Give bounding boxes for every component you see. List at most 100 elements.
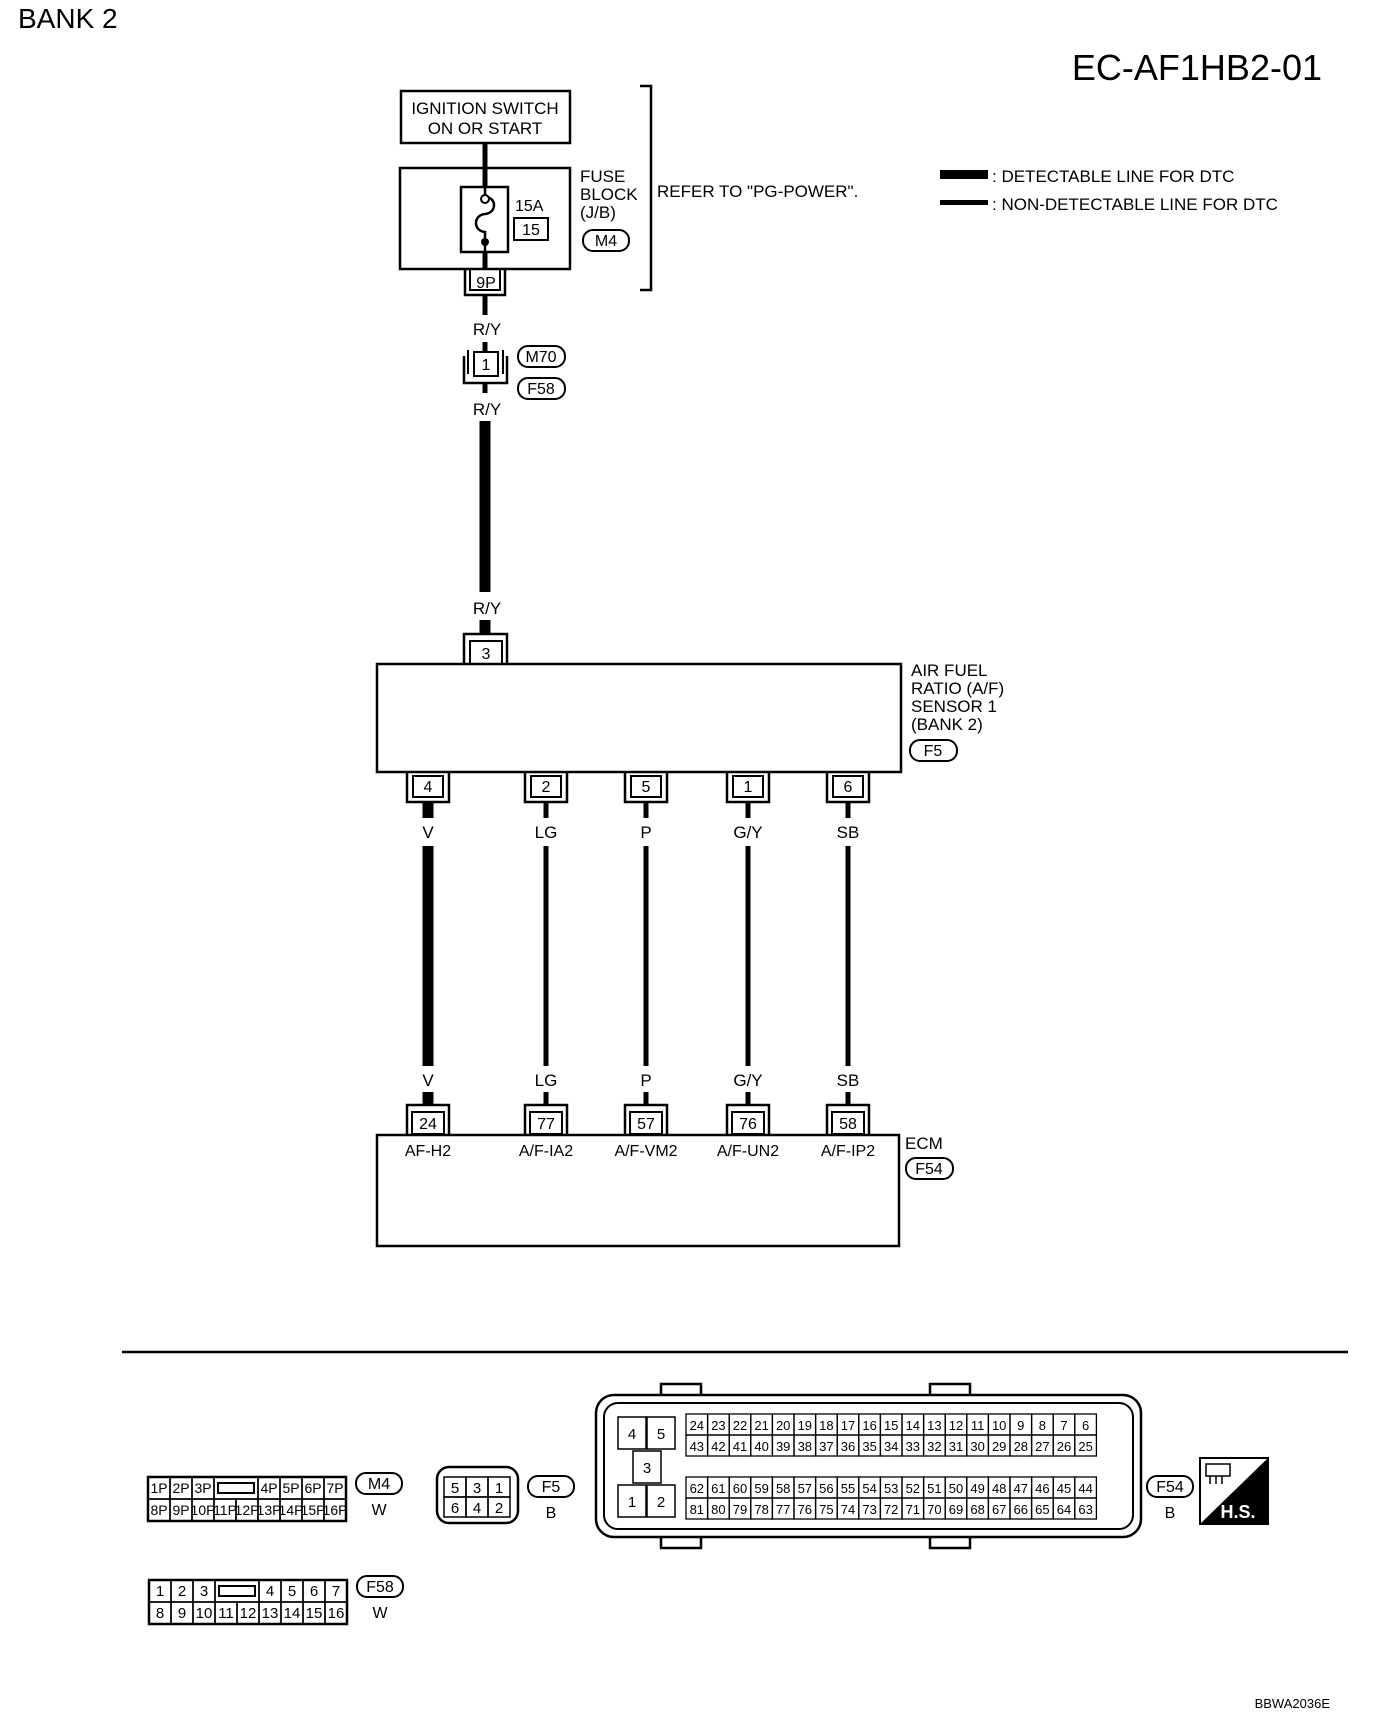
pin-7P: 7P	[326, 1480, 343, 1496]
pin-5: 5	[657, 1426, 665, 1443]
fuse-block-line3: (J/B)	[580, 203, 616, 222]
wire-color-top: G/Y	[733, 823, 762, 842]
pin-39: 39	[776, 1439, 790, 1454]
sensor-pin-5: 5	[642, 779, 651, 796]
connector-color: W	[372, 1605, 388, 1622]
connector-id: M4	[368, 1476, 390, 1493]
wire-color-top: SB	[837, 823, 860, 842]
ecm-signal-label: A/F-UN2	[717, 1143, 779, 1160]
pin-34: 34	[884, 1439, 898, 1454]
ignition-line1: IGNITION SWITCH	[411, 99, 558, 118]
pin-11P: 11P	[213, 1502, 237, 1518]
pin-47: 47	[1014, 1481, 1028, 1496]
pin-80: 80	[711, 1502, 725, 1517]
pin-9P: 9P	[172, 1502, 189, 1518]
refer-text: REFER TO "PG-POWER".	[657, 182, 858, 201]
connector-latch	[217, 1482, 255, 1494]
legend-non-detectable-text: : NON-DETECTABLE LINE FOR DTC	[992, 195, 1278, 214]
pin-1: 1	[628, 1494, 636, 1511]
pin-4: 4	[266, 1583, 274, 1600]
wire-color-bottom: G/Y	[733, 1071, 762, 1090]
fuse-amp: 15A	[515, 198, 544, 215]
sensor-line3: SENSOR 1	[911, 697, 997, 716]
pin-52: 52	[906, 1481, 920, 1496]
pin-38: 38	[798, 1439, 812, 1454]
pin-66: 66	[1014, 1502, 1028, 1517]
sensor-pin-2: 2	[542, 779, 551, 796]
pin-25: 25	[1078, 1439, 1092, 1454]
fuse-block: 15A 15 FUSE BLOCK (J/B) M4 REFER TO "PG-…	[398, 84, 858, 292]
pin-4: 4	[473, 1500, 481, 1517]
pin-75: 75	[819, 1502, 833, 1517]
wire-color-top: LG	[535, 823, 558, 842]
pin-8P: 8P	[150, 1502, 167, 1518]
fuse-number: 15	[522, 222, 540, 239]
pin-51: 51	[927, 1481, 941, 1496]
pin-10: 10	[196, 1605, 213, 1622]
fuse-block-line2: BLOCK	[580, 185, 638, 204]
pin-2: 2	[178, 1583, 186, 1600]
pin-4P: 4P	[260, 1480, 277, 1496]
sensor-line1: AIR FUEL	[911, 661, 988, 680]
pin-74: 74	[841, 1502, 855, 1517]
pin-67: 67	[992, 1502, 1006, 1517]
wire-color-bottom: V	[422, 1071, 434, 1090]
ecm-pin-24: 24	[419, 1116, 437, 1133]
pin-24: 24	[690, 1418, 704, 1433]
pin-8: 8	[156, 1605, 164, 1622]
pin-50: 50	[949, 1481, 963, 1496]
pin-6: 6	[1082, 1418, 1089, 1433]
pin-43: 43	[690, 1439, 704, 1454]
sensor-line2: RATIO (A/F)	[911, 679, 1004, 698]
hs-label: H.S.	[1220, 1502, 1255, 1522]
pin-12P: 12P	[235, 1502, 260, 1518]
pin-2: 2	[495, 1500, 503, 1517]
pin-19: 19	[798, 1418, 812, 1433]
connector-color: B	[1165, 1505, 1176, 1522]
pin-68: 68	[970, 1502, 984, 1517]
pin-6: 6	[451, 1500, 459, 1517]
sensor-power-terminal: 3	[482, 646, 491, 663]
pin-77: 77	[776, 1502, 790, 1517]
pin-6: 6	[310, 1583, 318, 1600]
pin-20: 20	[776, 1418, 790, 1433]
terminal-9p: 9P	[463, 269, 507, 297]
harness-side-icon: H.S.	[1199, 1457, 1269, 1525]
sensor-pin-6: 6	[844, 779, 853, 796]
ecm-pin-77: 77	[537, 1116, 555, 1133]
pin-14: 14	[284, 1605, 301, 1622]
pin-55: 55	[841, 1481, 855, 1496]
pin-16: 16	[862, 1418, 876, 1433]
signal-wires: 4VV24AF-H22LGLG77A/F-IA25PP57A/F-VM21G/Y…	[405, 772, 875, 1160]
pin-3: 3	[643, 1460, 651, 1477]
pin-16: 16	[328, 1605, 345, 1622]
pin-2P: 2P	[172, 1480, 189, 1496]
pin-49: 49	[970, 1481, 984, 1496]
pin-28: 28	[1014, 1439, 1028, 1454]
pin-40: 40	[754, 1439, 768, 1454]
bank-label: BANK 2	[18, 3, 118, 34]
pin-5: 5	[288, 1583, 296, 1600]
ecm-signal-label: A/F-VM2	[614, 1143, 677, 1160]
pin-27: 27	[1035, 1439, 1049, 1454]
pin-65: 65	[1035, 1502, 1049, 1517]
pin-72: 72	[884, 1502, 898, 1517]
junction-connector-m70: M70	[525, 349, 556, 366]
pin-61: 61	[711, 1481, 725, 1496]
pin-17: 17	[841, 1418, 855, 1433]
fuse-icon	[474, 187, 496, 252]
ecm-pin-58: 58	[839, 1116, 857, 1133]
detectable-line-swatch	[940, 170, 988, 179]
pin-56: 56	[819, 1481, 833, 1496]
fuse-block-line1: FUSE	[580, 167, 625, 186]
pin-42: 42	[711, 1439, 725, 1454]
pin-1: 1	[156, 1583, 164, 1600]
terminal-9p-label: 9P	[476, 275, 496, 292]
pin-13: 13	[262, 1605, 279, 1622]
connector-id: F5	[542, 1479, 561, 1496]
pin-48: 48	[992, 1481, 1006, 1496]
